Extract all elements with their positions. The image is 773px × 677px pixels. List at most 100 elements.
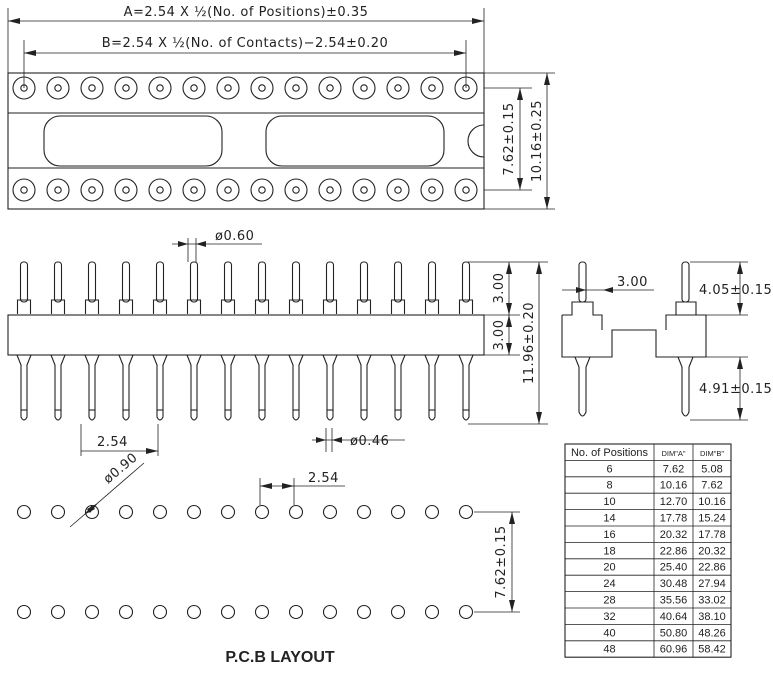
- table-header-cell: No. of Positions: [571, 447, 649, 459]
- table-cell: 48: [603, 644, 615, 656]
- pcb-hole: [118, 604, 134, 620]
- table-cell: 10.16: [698, 496, 726, 508]
- contact-hole: [250, 178, 274, 202]
- pcb-holes-row-lower: [16, 604, 474, 620]
- table-cell: 17.78: [698, 529, 726, 541]
- pin-upper: [186, 261, 202, 315]
- pcb-hole: [458, 504, 474, 520]
- table-cell: 8: [606, 480, 612, 492]
- pcb-hole: [118, 504, 134, 520]
- pin-upper: [288, 261, 304, 315]
- pcb-layout-title: P.C.B LAYOUT: [225, 649, 335, 666]
- table-cell: 27.94: [698, 578, 726, 590]
- pcb-hole: [50, 604, 66, 620]
- table-cell: 30.48: [660, 578, 688, 590]
- pin-upper: [84, 261, 100, 315]
- pcb-hole: [458, 604, 474, 620]
- contact-hole: [216, 178, 240, 202]
- pin-tail: [254, 354, 270, 421]
- body-window-right: [265, 115, 445, 167]
- contact-hole: [284, 76, 308, 100]
- pcb-hole: [390, 504, 406, 520]
- contact-hole: [250, 76, 274, 100]
- pin-tail: [186, 354, 202, 421]
- contact-hole: [80, 178, 104, 202]
- pin-pitch-label: 2.54: [97, 435, 128, 450]
- row-spacing-label: 7.62±0.15: [502, 102, 517, 175]
- pin-upper: [322, 261, 338, 315]
- overall-height-label: 11.96±0.20: [522, 302, 537, 384]
- pcb-hole: [220, 604, 236, 620]
- pcb-hole: [356, 504, 372, 520]
- pcb-hole: [16, 504, 32, 520]
- pin-tail: [356, 354, 372, 421]
- front-pins: [16, 261, 474, 421]
- pcb-hole: [16, 604, 32, 620]
- pin-upper: [390, 261, 406, 315]
- contact-hole: [386, 178, 410, 202]
- table-cell: 7.62: [701, 480, 722, 492]
- table-row: 14 17.78 15.24: [603, 513, 725, 525]
- table-cell: 10.16: [660, 480, 688, 492]
- table-row: 10 12.70 10.16: [603, 496, 725, 508]
- pin-tail: [458, 354, 474, 421]
- pcb-hole: [254, 604, 270, 620]
- pcb-hole: [254, 504, 270, 520]
- pin-tail: [220, 354, 236, 421]
- table-cell: 17.78: [660, 513, 688, 525]
- side-width-label: 3.00: [617, 275, 648, 290]
- polarization-notch: [467, 124, 485, 158]
- pcb-hole: [220, 504, 236, 520]
- pcb-hole: [50, 504, 66, 520]
- contact-hole: [420, 178, 444, 202]
- table-cell: 6: [606, 463, 612, 475]
- contact-hole: [318, 178, 342, 202]
- contact-hole: [182, 178, 206, 202]
- contact-hole: [114, 178, 138, 202]
- contact-hole: [352, 76, 376, 100]
- contact-hole: [216, 76, 240, 100]
- contact-hole: [46, 178, 70, 202]
- table-cell: 12.70: [660, 496, 688, 508]
- pcb-row-spacing-label: 7.62±0.15: [494, 525, 509, 598]
- table-cell: 48.26: [698, 627, 726, 639]
- front-view: ø0.60 3.00 3.00 11.96±0.20 2.54 ø0.46: [7, 229, 548, 456]
- pcb-hole: [322, 604, 338, 620]
- pin-upper: [152, 261, 168, 315]
- top-view-body-outline: [7, 72, 485, 210]
- table-cell: 18: [603, 545, 615, 557]
- table-header-cell: DIM"B": [700, 449, 724, 458]
- contact-hole: [12, 178, 36, 202]
- table-cell: 33.02: [698, 595, 726, 607]
- pin-tail: [322, 354, 338, 421]
- table-cell: 16: [603, 529, 615, 541]
- tail-dia-label: ø0.46: [350, 434, 389, 449]
- table-row: 8 10.16 7.62: [606, 480, 722, 492]
- table-cell: 50.80: [660, 627, 688, 639]
- pcb-holes-row-upper: [16, 504, 474, 520]
- contact-hole: [46, 76, 70, 100]
- table-cell: 15.24: [698, 513, 726, 525]
- table-cell: 22.86: [660, 545, 688, 557]
- top-view: A=2.54 X ½(No. of Positions)±0.35 B=2.54…: [7, 5, 555, 210]
- table-cell: 32: [603, 611, 615, 623]
- table-cell: 5.08: [701, 463, 722, 475]
- side-tail-label: 4.91±0.15: [699, 382, 772, 397]
- pcb-hole: [288, 604, 304, 620]
- table-cell: 38.10: [698, 611, 726, 623]
- front-body: [7, 314, 485, 356]
- table-cell: 60.96: [660, 644, 688, 656]
- pin-upper: [424, 261, 440, 315]
- pin-upper: [118, 261, 134, 315]
- table-cell: 35.56: [660, 595, 688, 607]
- contact-hole: [318, 76, 342, 100]
- upper-pin-label: 3.00: [492, 273, 507, 304]
- pin-tail: [288, 354, 304, 421]
- table-cell: 10: [603, 496, 615, 508]
- table-cell: 14: [603, 513, 615, 525]
